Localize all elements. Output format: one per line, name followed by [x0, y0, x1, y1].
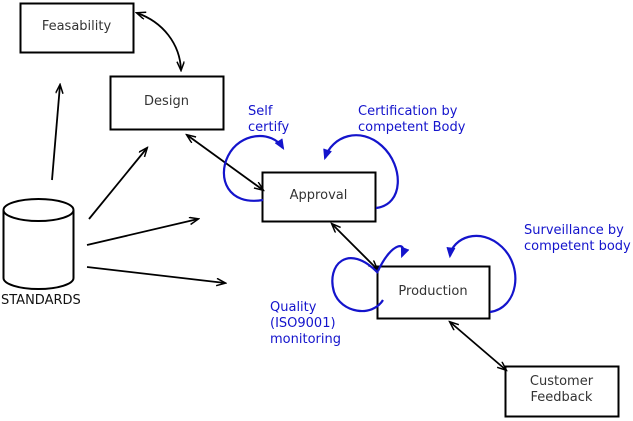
annotation-quality-monitoring: Quality (ISO9001) monitoring — [270, 300, 341, 347]
annotation-self-certify: Self certify — [248, 104, 290, 135]
node-shape-standards[interactable] — [2, 198, 75, 290]
node-shape-design[interactable] — [109, 75, 225, 131]
node-shape-approval[interactable] — [261, 171, 377, 223]
loop-surveillance-competent-body — [446, 234, 517, 314]
node-label-standards: STANDARDS — [1, 293, 81, 308]
connector-production-customer-feedback — [450, 322, 506, 370]
node-shape-production[interactable] — [376, 265, 491, 320]
node-shape-customer-feedback[interactable] — [504, 365, 620, 418]
connector-standards-design — [88, 148, 147, 220]
loop-quality-monitoring — [331, 245, 410, 313]
connector-approval-production — [332, 224, 377, 269]
connector-standards-feasability — [51, 85, 60, 181]
connector-standards-approval-upper — [86, 219, 198, 246]
node-shape-feasability[interactable] — [19, 2, 135, 54]
connector-standards-approval-lower — [86, 266, 225, 283]
annotation-surveillance-competent-body: Surveillance by competent body — [524, 223, 631, 254]
loop-certification-competent-body — [323, 134, 399, 210]
loop-self-certify — [222, 134, 285, 202]
connector-feasability-design — [137, 13, 181, 70]
annotation-certification-competent-body: Certification by competent Body — [358, 104, 466, 135]
